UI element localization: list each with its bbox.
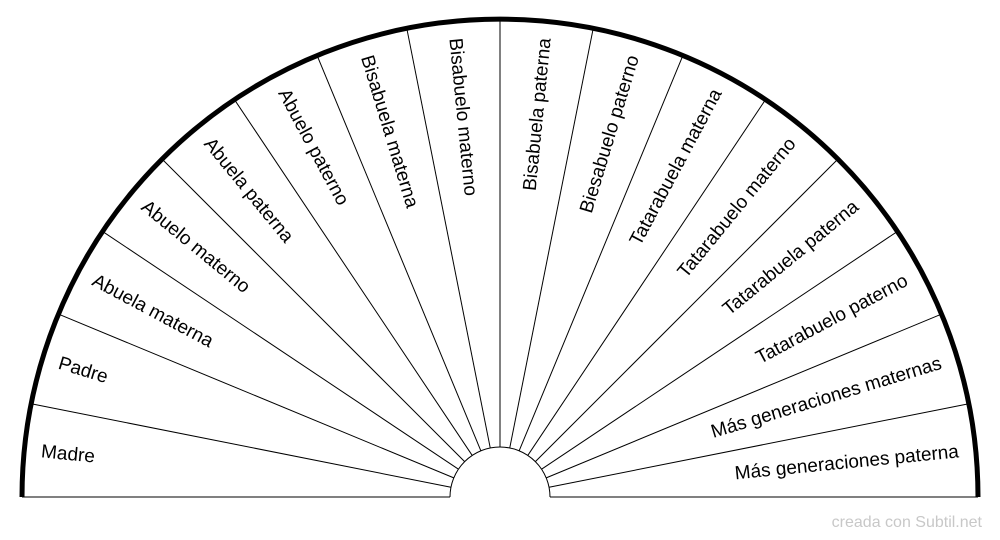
segment-label: Abuelo materno [137, 196, 254, 297]
segment-divider [518, 55, 684, 451]
segment-label: Bisabuelo materno [444, 37, 480, 197]
segment-dividers [22, 19, 978, 498]
segment-label: Bisabuela materna [356, 53, 422, 211]
segment-divider [58, 313, 454, 479]
segment-divider [541, 231, 898, 470]
segment-label: Más generaciones paterna [734, 441, 960, 484]
segment-divider [406, 28, 491, 449]
segment-label: Abuela paterna [199, 134, 297, 247]
segment-divider [102, 231, 459, 470]
segment-divider [548, 403, 969, 488]
outer-arc [19, 16, 981, 498]
segment-divider [316, 55, 482, 451]
segment-divider [535, 158, 839, 462]
segment-divider [234, 99, 473, 456]
credit-text: creada con Subtil.net [831, 514, 982, 531]
inner-arc [449, 446, 551, 498]
segment-label: Tatarabuelo paterno [753, 270, 912, 368]
segment-label: Más generaciones maternas [709, 353, 945, 443]
segment-label: Abuela materna [88, 270, 217, 352]
segment-divider [31, 403, 452, 488]
segment-divider [509, 28, 594, 449]
segment-label: Abuelo paterno [273, 85, 352, 209]
segment-label: Madre [40, 441, 96, 467]
segment-divider [546, 313, 942, 479]
segment-label: Padre [56, 353, 111, 388]
segment-divider [161, 158, 465, 462]
segment-divider [527, 99, 766, 456]
segment-label: Bisabuela paterna [520, 37, 556, 192]
segment-label: Biesabuelo paterno [576, 53, 644, 216]
